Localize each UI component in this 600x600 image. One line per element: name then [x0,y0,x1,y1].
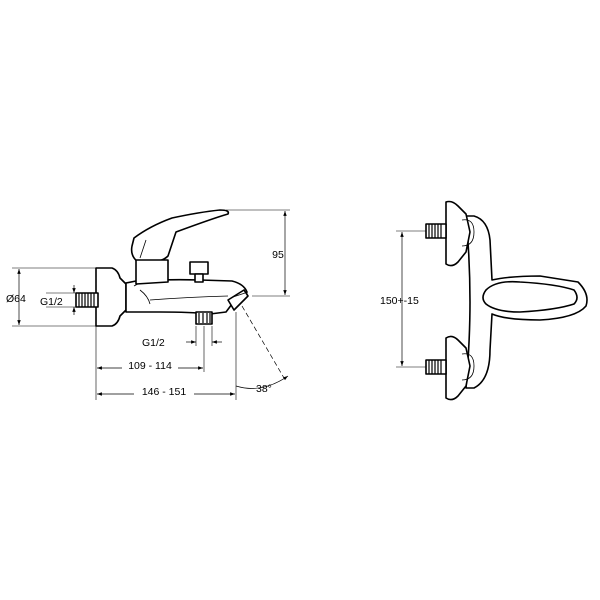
lever-handle [130,209,230,263]
diverter-knob [189,261,209,283]
centers-label: 150+-15 [380,295,419,307]
front-bottom-escutcheon [425,335,475,401]
handle-slot [482,280,578,313]
depth-short-label: 109 - 114 [128,360,172,372]
depth-long-label: 146 - 151 [142,386,187,398]
front-view: 150+-15 [380,200,588,401]
inlet-thread-label: G1/2 [40,296,63,308]
angle-label: 38° [256,383,272,395]
mixer-body [125,278,248,315]
spout-tip [227,289,249,311]
outlet-thread-label: G1/2 [142,337,165,349]
cartridge-cap [135,259,169,285]
height-label: 95 [272,249,284,261]
side-view: 95 Ø64 G1/2 G1/2 109 - 114 146 - 151 38° [6,209,290,400]
shower-outlet [195,311,213,325]
diameter-label: Ø64 [6,293,26,305]
inlet-thread [75,292,99,308]
front-top-escutcheon [425,200,475,267]
wall-flange [95,267,127,327]
